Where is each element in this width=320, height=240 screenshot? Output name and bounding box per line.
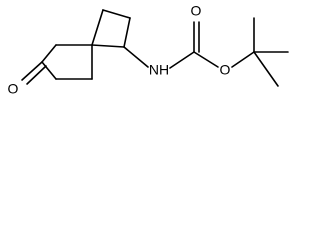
bond-ketone-1 — [21, 61, 43, 81]
nh-label: NH — [149, 62, 169, 78]
bond-c-n — [123, 46, 149, 68]
bond-ketone-2 — [26, 65, 47, 85]
molecule-structure: O NH O O — [8, 3, 289, 97]
carbonyl-double-bond — [193, 21, 200, 53]
bond-cp-left — [91, 9, 104, 46]
bond-tbu-down — [253, 51, 279, 87]
bond-c-o-ester — [193, 51, 219, 68]
tert-butyl-group — [253, 17, 289, 87]
bond-cp-bottom — [91, 44, 125, 48]
bond-ring-left-upper — [41, 44, 57, 63]
oxo-oxygen-label: O — [8, 81, 19, 97]
carbonyl-oxygen-label: O — [191, 3, 202, 19]
ketone-double-bond — [21, 61, 47, 85]
bond-cp-top — [102, 9, 131, 19]
bond-o-tbu — [231, 51, 255, 68]
cyclobutane-ring — [41, 44, 93, 80]
bond-ring-left — [41, 61, 57, 80]
bond-cp-right — [123, 17, 131, 48]
ester-oxygen-label: O — [220, 62, 231, 78]
bond-n-c — [169, 51, 195, 69]
cyclopropane-ring — [91, 9, 131, 48]
